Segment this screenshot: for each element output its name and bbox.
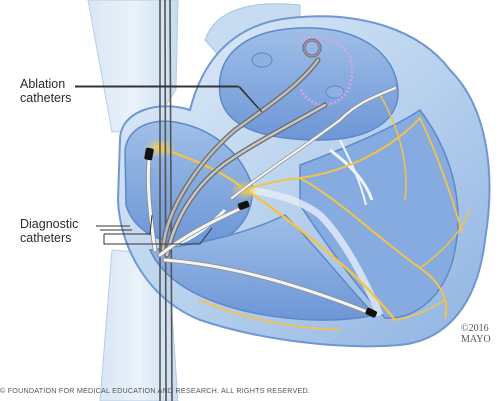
diagnostic-catheters-label: Diagnostic catheters <box>20 217 78 245</box>
ablation-catheters-label: Ablation catheters <box>20 77 71 105</box>
copyright-footer: © FOUNDATION FOR MEDICAL EDUCATION AND R… <box>0 386 310 395</box>
copyright-mark: ©2016 MAYO <box>461 323 491 345</box>
